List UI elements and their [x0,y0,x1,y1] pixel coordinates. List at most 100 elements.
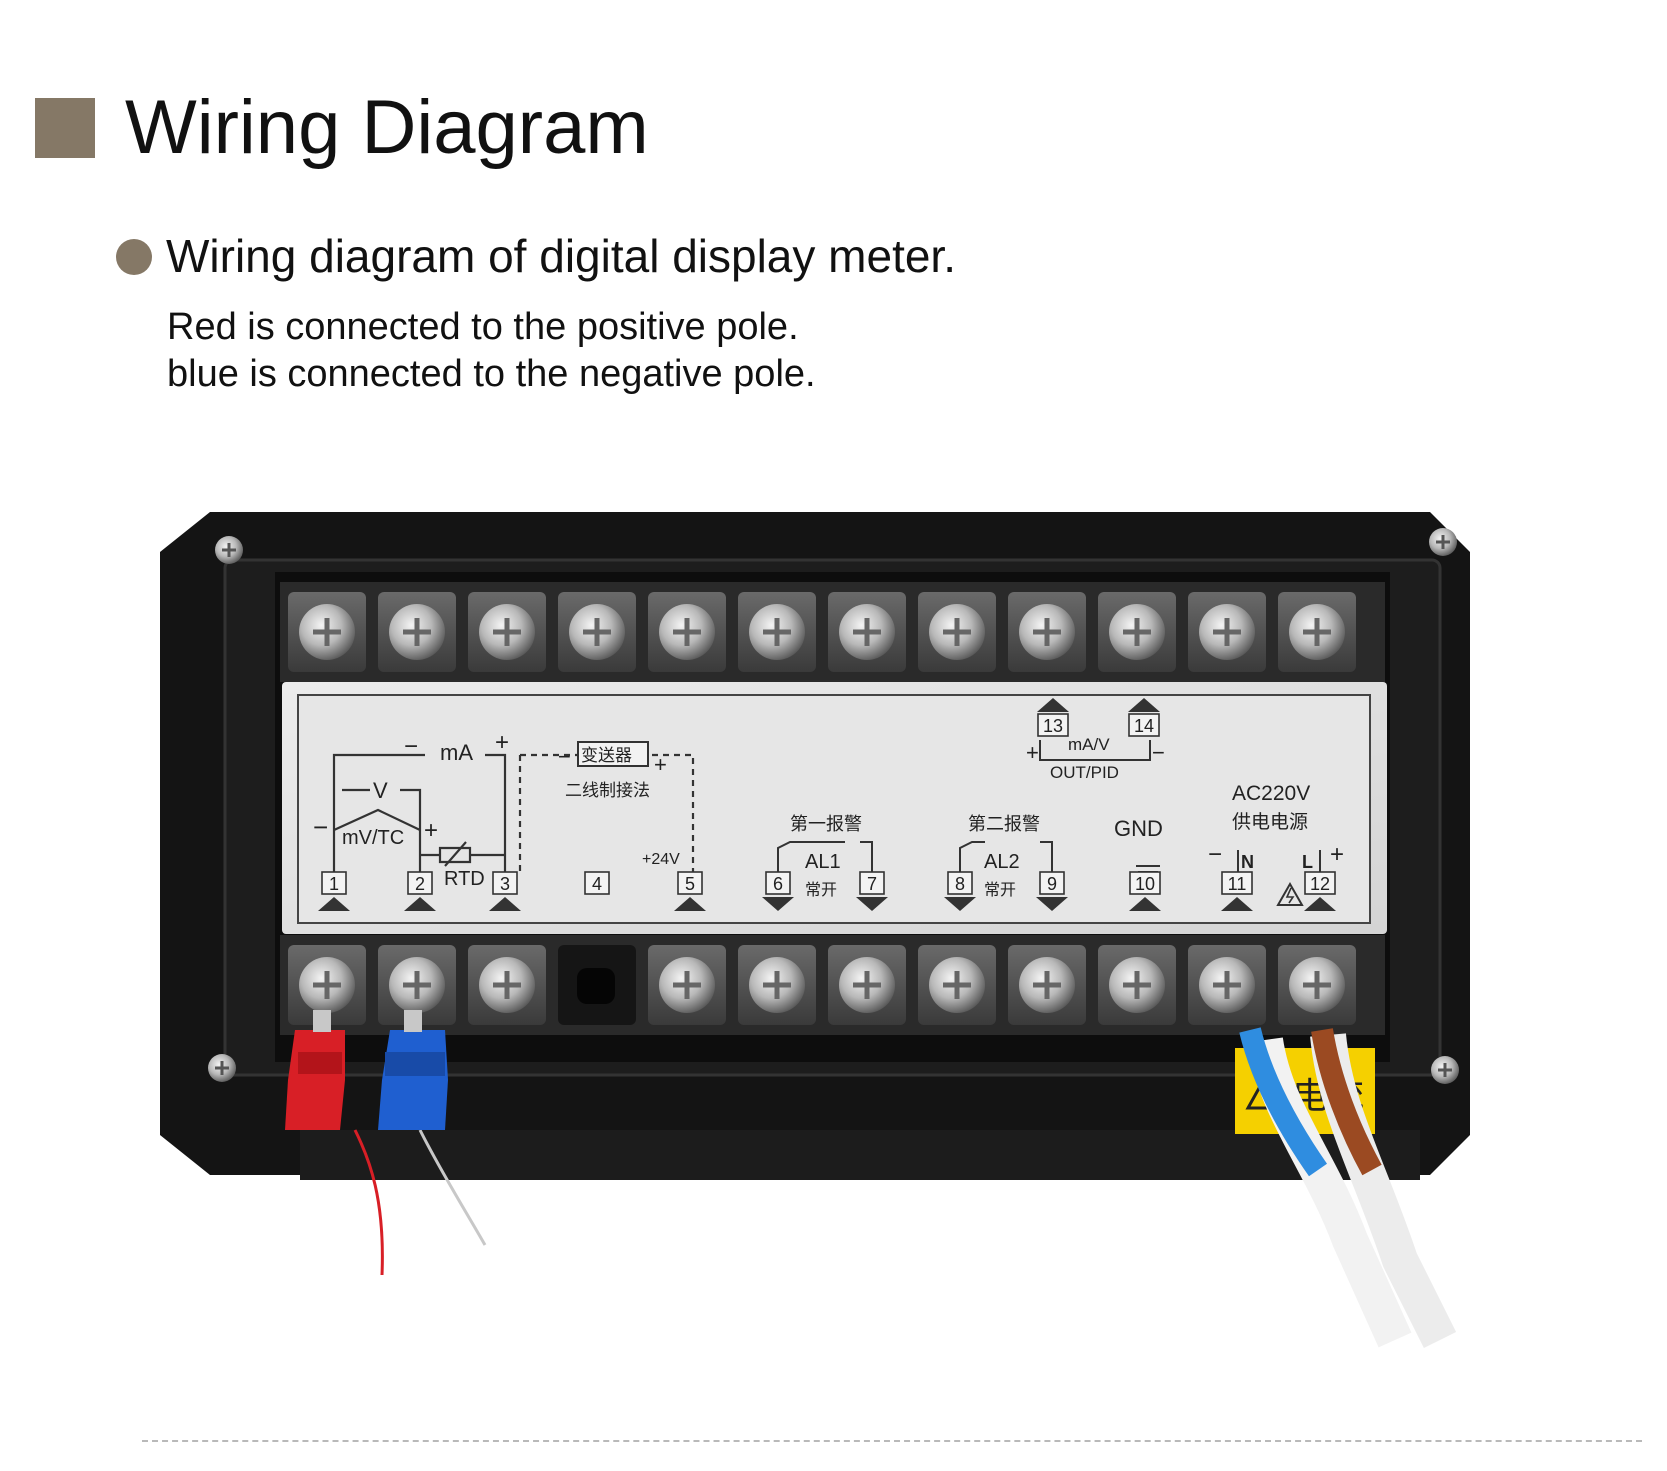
top-terminal-screw-icon [648,592,726,672]
label-out-plus: + [1026,740,1039,765]
corner-screw-tl-icon [215,536,243,564]
bottom-terminal-screw-icon [1278,945,1356,1025]
label-24v: +24V [642,851,680,868]
terminal-number-4: 4 [584,871,610,895]
terminal-number-6: 6 [762,871,794,911]
label-transmitter-plus: + [654,752,667,777]
note-blue-negative: blue is connected to the negative pole. [167,353,816,395]
terminal-number-14: 14 [1128,698,1160,737]
terminal-number-9: 9 [1036,871,1068,911]
label-mvtc-minus: − [313,812,328,842]
top-terminal-screw-icon [828,592,906,672]
label-alarm1: 第一报警 [790,814,862,835]
label-no1: 常开 [805,880,837,899]
wiring-label-sticker: mA − + V mV/TC − + RTD 变送器 − + 二线制接法 +24… [282,682,1387,934]
label-ma-plus: + [495,729,509,756]
svg-text:7: 7 [867,874,877,894]
svg-text:3: 3 [500,874,510,894]
top-terminal-screw-icon [468,592,546,672]
page-title: Wiring Diagram [125,85,649,170]
label-mav: mA/V [1068,735,1110,754]
terminal-number-8: 8 [944,871,976,911]
terminal-number-5: 5 [674,871,706,911]
label-alarm2: 第二报警 [968,814,1040,835]
corner-screw-tr-icon [1429,528,1457,556]
power-cables [1239,1027,1457,1349]
bottom-terminal-screw-icon [918,945,996,1025]
svg-text:2: 2 [415,874,425,894]
svg-text:6: 6 [773,874,783,894]
bottom-terminal-screw-icon [1188,945,1266,1025]
label-al1: AL1 [805,851,841,873]
top-terminal-row [280,582,1385,682]
svg-text:12: 12 [1310,874,1330,894]
svg-text:1: 1 [329,874,339,894]
terminal-number-13: 13 [1037,698,1069,737]
bottom-terminal-screw-icon [468,945,546,1025]
top-terminal-screw-icon [558,592,636,672]
label-outpid: OUT/PID [1050,763,1119,782]
label-two-wire: 二线制接法 [565,781,650,801]
bottom-terminal-screw-icon [648,945,726,1025]
svg-text:13: 13 [1043,716,1063,736]
title-square-icon [35,98,95,158]
label-ma-minus: − [404,733,418,760]
bottom-terminal-screw-icon [1008,945,1086,1025]
bottom-terminal-row [280,935,1385,1035]
label-gnd: GND [1114,816,1163,841]
label-transmitter-minus: − [558,744,571,769]
bottom-terminal-screw-icon [828,945,906,1025]
bullet-dot-icon [116,239,152,275]
terminal-number-2: 2 [404,871,436,911]
label-n-minus: − [1208,841,1222,868]
top-terminal-screw-icon [918,592,996,672]
bottom-terminal-screw-icon [288,945,366,1025]
top-terminal-screw-icon [1278,592,1356,672]
label-l: L [1302,852,1313,872]
svg-text:11: 11 [1228,874,1247,894]
terminal-number-7: 7 [856,871,888,911]
bottom-terminal-screw-icon [378,945,456,1025]
label-power: 供电电源 [1232,811,1308,833]
corner-screw-bl-icon [208,1054,236,1082]
top-terminal-screw-icon [738,592,816,672]
bottom-terminal-screw-icon [738,945,816,1025]
top-terminal-screw-icon [378,592,456,672]
top-terminal-screw-icon [1008,592,1086,672]
top-terminal-screw-icon [1188,592,1266,672]
terminal-number-1: 1 [318,871,350,911]
svg-text:4: 4 [592,874,602,894]
label-rtd: RTD [444,868,485,890]
section-subtitle: Wiring diagram of digital display meter. [166,230,956,282]
label-no2: 常开 [984,880,1016,899]
svg-text:5: 5 [685,874,695,894]
terminal-number-3: 3 [489,871,521,911]
svg-text:9: 9 [1047,874,1057,894]
blue-wire-lug [378,1010,487,1246]
label-out-minus: − [1152,740,1165,765]
hazard-triangle-icon [1276,881,1304,906]
top-terminal-screw-icon [288,592,366,672]
label-al2: AL2 [984,851,1020,873]
label-mvtc: mV/TC [342,827,404,849]
bottom-terminal-screw-icon [1098,945,1176,1025]
corner-screw-br-icon [1431,1056,1459,1084]
svg-text:8: 8 [955,874,965,894]
terminal-number-12: 12 [1304,871,1336,911]
transmitter-box [577,741,649,767]
terminal-number-11: 11 [1221,871,1253,911]
label-ma: mA [440,740,473,765]
label-mvtc-plus: + [424,817,438,844]
svg-text:10: 10 [1135,874,1155,894]
svg-text:14: 14 [1134,716,1154,736]
label-transmitter: 变送器 [581,746,632,766]
label-v: V [373,778,388,803]
note-red-positive: Red is connected to the positive pole. [167,306,799,348]
bottom-divider [142,1440,1642,1442]
label-l-plus: + [1330,841,1344,868]
empty-terminal-slot [558,945,636,1025]
label-n: N [1241,852,1254,872]
top-terminal-screw-icon [1098,592,1176,672]
label-ac220v: AC220V [1232,782,1310,805]
